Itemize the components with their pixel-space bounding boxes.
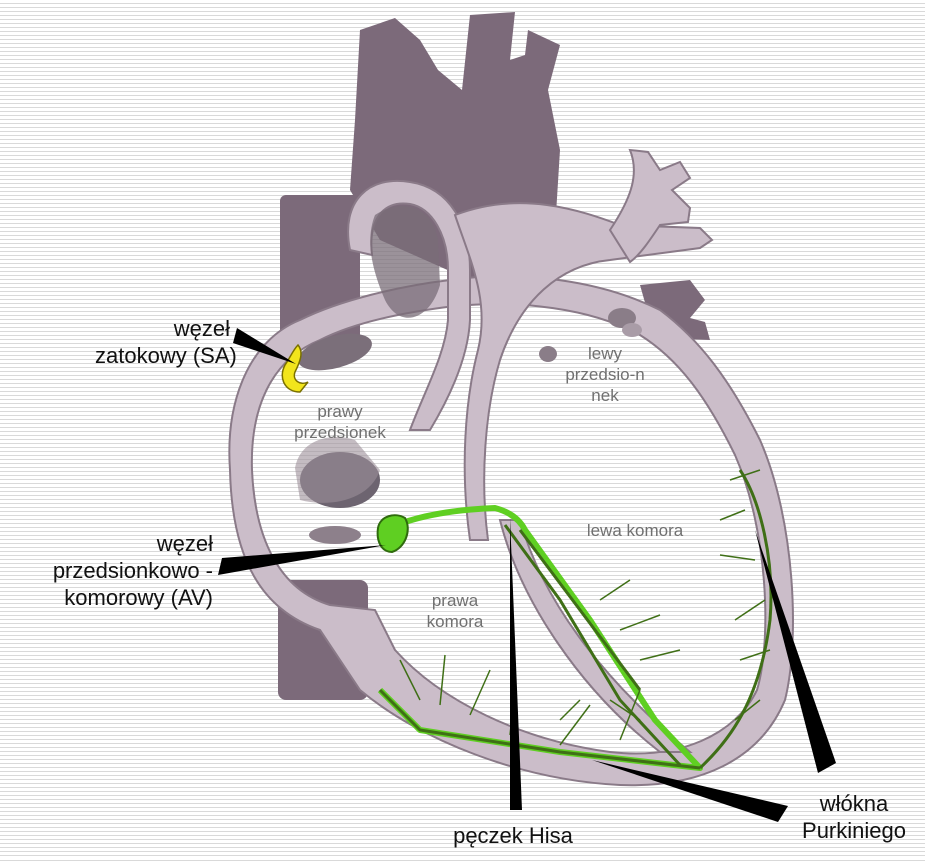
right-atrium-line-1: prawy [280,401,400,422]
purkinje-label-line-2: Purkiniego [790,817,918,844]
sa-label-line-2: zatokowy (SA) [95,342,230,369]
sa-label-line-1: węzeł [95,315,230,342]
right-ventricle-line-1: prawa [400,590,510,611]
right-atrium-label: prawy przedsionek [280,401,400,443]
left-ventricle-label: lewa komora [555,520,715,541]
right-ventricle-line-2: komora [400,611,510,632]
right-ventricle-label: prawa komora [400,590,510,632]
left-atrium-line-2: przedsio-n [550,364,660,385]
av-label-line-1: węzeł [15,530,213,557]
right-atrium-line-2: przedsionek [280,422,400,443]
av-label-line-3: komorowy (AV) [15,584,213,611]
av-label-line-2: przedsionkowo - [15,557,213,584]
av-label: węzeł przedsionkowo - komorowy (AV) [15,530,213,611]
left-atrium-label: lewy przedsio-n nek [550,343,660,406]
sa-label: węzeł zatokowy (SA) [95,315,230,369]
left-atrium-line-3: nek [550,385,660,406]
his-label: pęczek Hisa [438,822,588,849]
purkinje-label-line-1: włókna [790,790,918,817]
purkinje-label: włókna Purkiniego [790,790,918,844]
left-atrium-line-1: lewy [550,343,660,364]
av-node [378,515,408,552]
